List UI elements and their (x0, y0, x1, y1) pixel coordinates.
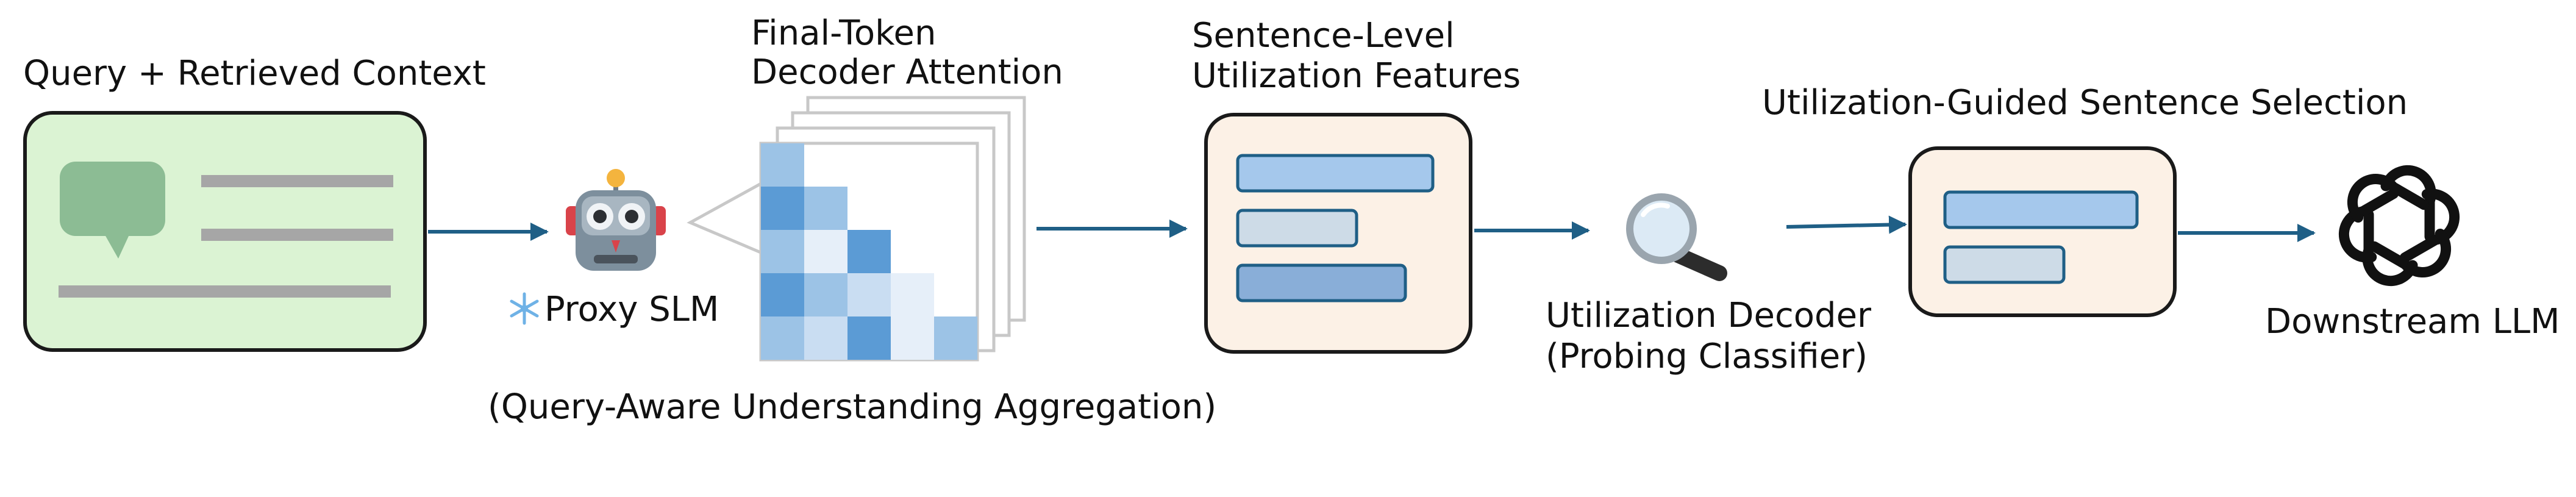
selected-sentence-bars (1943, 190, 2139, 284)
openai-logo-icon (2338, 165, 2460, 287)
query-context-label: Query + Retrieved Context (23, 54, 486, 93)
chat-bubble-icon (60, 162, 165, 259)
proxy-slm-label: Proxy SLM (544, 290, 719, 329)
magnifying-glass-icon (1626, 193, 1727, 281)
attention-matrix (761, 143, 977, 360)
decoder-label-line2: (Probing Classifier) (1546, 337, 1868, 376)
feature-bars (1236, 154, 1435, 302)
downstream-llm-label: Downstream LLM (2265, 302, 2560, 341)
aggregation-label: (Query-Aware Understanding Aggregation) (488, 387, 1217, 427)
features-label-line2: Utilization Features (1192, 56, 1521, 96)
context-text-line (201, 229, 393, 241)
context-text-line (59, 285, 391, 298)
attention-label-line1: Final-Token (751, 13, 937, 53)
features-label-line1: Sentence-Level (1192, 16, 1455, 55)
context-text-line (201, 175, 393, 187)
selection-box (1908, 146, 2177, 317)
arrow-decoder-to-selection (1786, 215, 1907, 234)
snowflake-icon (510, 292, 539, 325)
attention-label-line2: Decoder Attention (751, 52, 1063, 92)
callout-wedge (687, 180, 764, 256)
decoder-label-line1: Utilization Decoder (1546, 296, 1872, 335)
robot-icon (566, 169, 666, 271)
selection-label: Utilization-Guided Sentence Selection (1762, 83, 2408, 123)
